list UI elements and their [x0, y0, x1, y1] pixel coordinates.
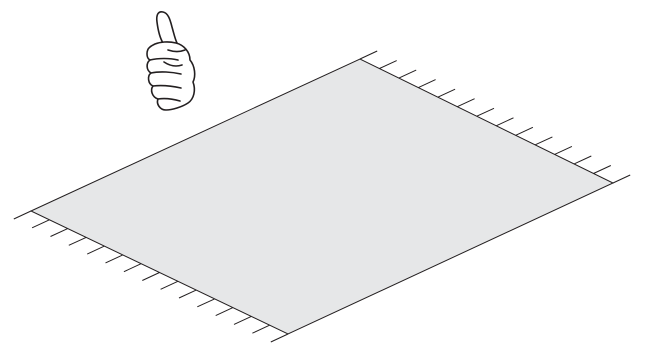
fringe-strand — [124, 264, 141, 272]
fringe-strand — [252, 325, 269, 333]
fringe-strand — [69, 237, 86, 245]
fringe-strand — [197, 299, 214, 307]
rug — [31, 59, 613, 334]
thumbs-up-icon — [147, 12, 195, 110]
fringe-strand — [477, 108, 494, 116]
fringe-strand — [613, 175, 630, 183]
fringe-strand — [179, 290, 196, 298]
fringe-strand — [496, 118, 513, 126]
fringe-strand — [87, 246, 104, 254]
fringe-strand — [234, 316, 251, 324]
fringe-strand — [161, 281, 178, 289]
fringe-strand — [594, 166, 611, 174]
fringe-strand — [360, 51, 377, 59]
fringe-strand — [555, 146, 572, 154]
fringe-strand — [32, 220, 49, 228]
fringe-strand — [14, 211, 31, 219]
fringe-strand — [457, 99, 474, 107]
fringe-strand — [418, 80, 435, 88]
fringe-strand — [438, 89, 455, 97]
fringe-strand — [271, 334, 288, 342]
rug-surface — [31, 59, 613, 334]
fringe-strand — [380, 61, 397, 69]
fringe-strand — [142, 273, 159, 281]
fringe-strand — [399, 70, 416, 78]
fringe-strand — [574, 156, 591, 164]
fringe-strand — [51, 229, 68, 237]
fringe-strand — [535, 137, 552, 145]
fringe-strand — [516, 127, 533, 135]
fringe-strand — [216, 308, 233, 316]
fringe-strand — [106, 255, 123, 263]
